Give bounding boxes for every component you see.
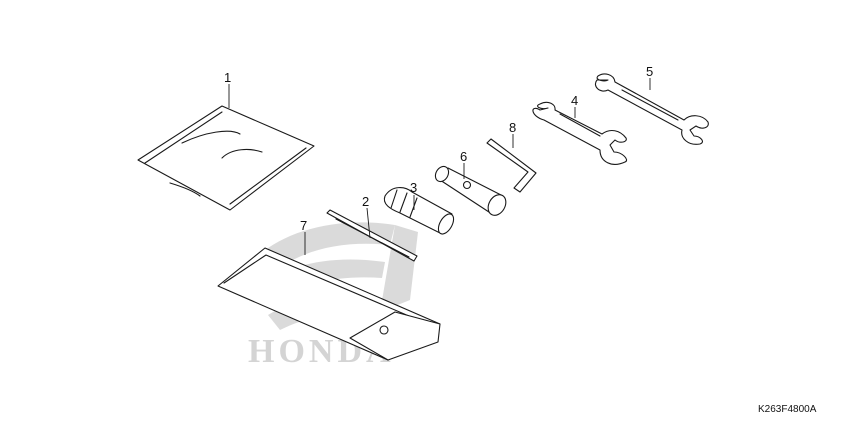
part-7-tool-pouch-icon [217, 247, 441, 361]
part-4-open-end-wrench-icon [532, 101, 628, 165]
callout-3: 3 [410, 180, 417, 195]
callout-4: 4 [571, 93, 578, 108]
figure-code: K263F4800A [758, 404, 817, 415]
part-8-hex-key-icon [486, 138, 537, 193]
callout-6: 6 [460, 149, 467, 164]
part-6-box-wrench-icon [434, 165, 507, 216]
part-1-bag-icon [137, 105, 315, 211]
callout-5: 5 [646, 64, 653, 79]
part-2-screwdriver-shaft-icon [326, 209, 418, 262]
callout-7: 7 [300, 218, 307, 233]
part-3-screwdriver-handle-icon [383, 187, 455, 235]
callout-8: 8 [509, 120, 516, 135]
part-5-double-wrench-icon [594, 73, 709, 145]
callout-1: 1 [224, 70, 231, 85]
callout-2: 2 [362, 194, 369, 209]
